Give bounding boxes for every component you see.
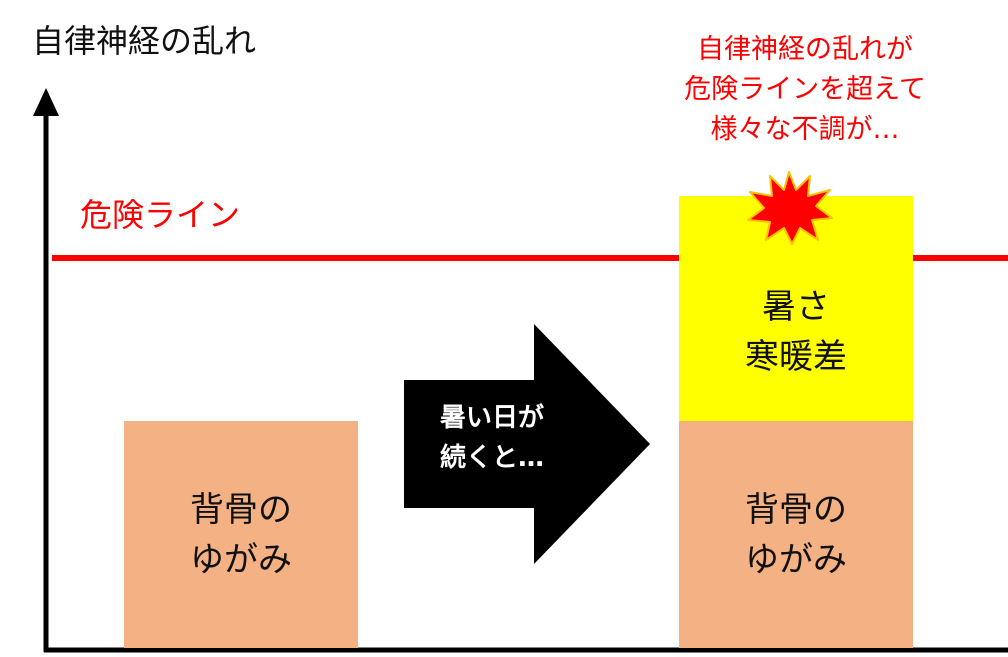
arrow-text-line: 暑い日が	[439, 403, 544, 433]
right-bar-bottom-label-line: 背骨の	[745, 489, 847, 530]
right-bar-top-label-line: 暑さ	[762, 287, 830, 327]
burst-shape	[747, 171, 833, 245]
annotation-line: 様々な不調が…	[710, 114, 900, 145]
danger-line-label: 危険ライン	[80, 196, 241, 234]
y-axis-arrowhead	[33, 88, 59, 116]
left-bar-spine-distortion: 背骨の ゆがみ	[124, 421, 358, 648]
right-bar-bottom-label-line: ゆがみ	[745, 539, 847, 580]
explosion-burst-icon	[747, 171, 833, 245]
y-axis-label: 自律神経の乱れ	[32, 22, 257, 60]
annotation-text: 自律神経の乱れが 危険ラインを超えて 様々な不調が…	[640, 30, 970, 150]
arrow-icon	[404, 324, 650, 564]
arrow-text: 暑い日が 続くと…	[412, 398, 572, 478]
left-bar-label-line: ゆがみ	[190, 539, 292, 580]
left-bar-label-line: 背骨の	[190, 489, 292, 530]
annotation-line: 自律神経の乱れが	[697, 34, 913, 65]
right-bar-spine-distortion: 背骨の ゆがみ	[679, 421, 913, 648]
right-arrow-shape	[404, 324, 650, 564]
annotation-line: 危険ラインを超えて	[684, 74, 926, 105]
arrow-text-line: 続くと…	[439, 443, 544, 473]
right-bar-top-label-line: 寒暖差	[745, 337, 847, 377]
right-bar-heat-temperature-gap: 暑さ 寒暖差	[679, 196, 913, 421]
